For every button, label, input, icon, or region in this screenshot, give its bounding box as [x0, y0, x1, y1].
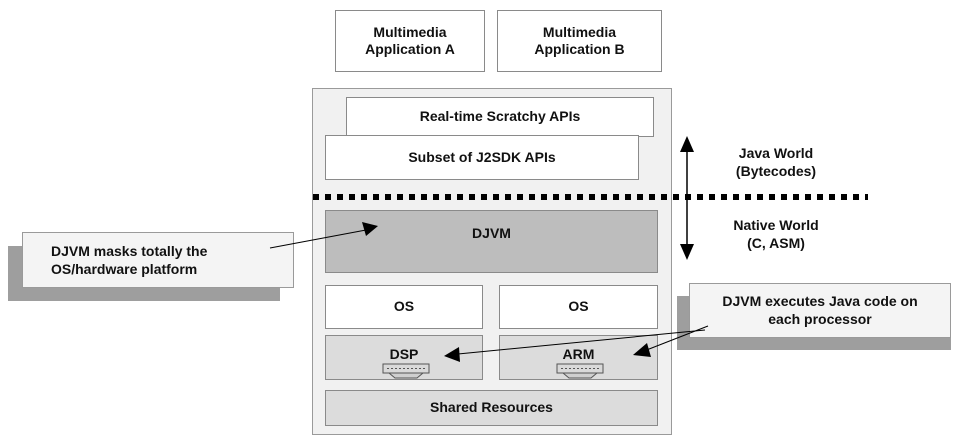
world-arrow-up-head	[680, 136, 694, 152]
dsp-chip-icon	[382, 363, 430, 379]
right-callout-line2: each processor	[768, 311, 872, 328]
os-right-box: OS	[499, 285, 658, 329]
shared-resources-label: Shared Resources	[430, 399, 553, 416]
j2sdk-apis-label: Subset of J2SDK APIs	[408, 148, 556, 165]
left-callout-line1: DJVM masks totally the	[51, 243, 208, 259]
left-callout-leader	[269, 229, 367, 249]
world-arrow-down-head	[680, 244, 694, 260]
java-world-line2: (Bytecodes)	[735, 163, 817, 180]
arm-chip-icon	[556, 363, 604, 379]
left-callout-arrowhead	[362, 222, 378, 236]
java-world-label: Java World (Bytecodes)	[706, 144, 846, 180]
arm-arrowhead	[633, 343, 651, 357]
left-callout-line2: OS/hardware platform	[51, 261, 198, 278]
java-world-line1: Java World	[738, 145, 814, 161]
right-callout-leader-arm	[643, 325, 709, 352]
arm-label: ARM	[562, 346, 595, 362]
right-callout: DJVM executes Java code on each processo…	[689, 283, 951, 338]
app-a-box: Multimedia Application A	[335, 10, 485, 72]
right-callout-line1: DJVM executes Java code on	[722, 293, 918, 309]
os-left-box: OS	[325, 285, 483, 329]
shared-resources-box: Shared Resources	[325, 390, 658, 426]
djvm-label: DJVM	[472, 225, 511, 241]
app-b-label: Multimedia Application B	[534, 23, 625, 58]
dsp-label: DSP	[389, 346, 419, 362]
native-world-label: Native World (C, ASM)	[706, 216, 846, 252]
left-callout: DJVM masks totally the OS/hardware platf…	[22, 232, 294, 288]
djvm-box: DJVM	[325, 210, 658, 273]
scratchy-apis-box: Real-time Scratchy APIs	[346, 97, 654, 137]
native-world-line1: Native World	[733, 217, 819, 233]
right-callout-leader-dsp	[457, 329, 706, 355]
dsp-arrowhead	[444, 347, 460, 362]
os-left-label: OS	[393, 298, 415, 315]
j2sdk-apis-box: Subset of J2SDK APIs	[325, 135, 639, 180]
app-a-label: Multimedia Application A	[365, 23, 455, 58]
native-world-line2: (C, ASM)	[747, 235, 805, 252]
os-right-label: OS	[568, 298, 589, 315]
scratchy-apis-label: Real-time Scratchy APIs	[419, 108, 581, 125]
app-b-box: Multimedia Application B	[497, 10, 662, 72]
